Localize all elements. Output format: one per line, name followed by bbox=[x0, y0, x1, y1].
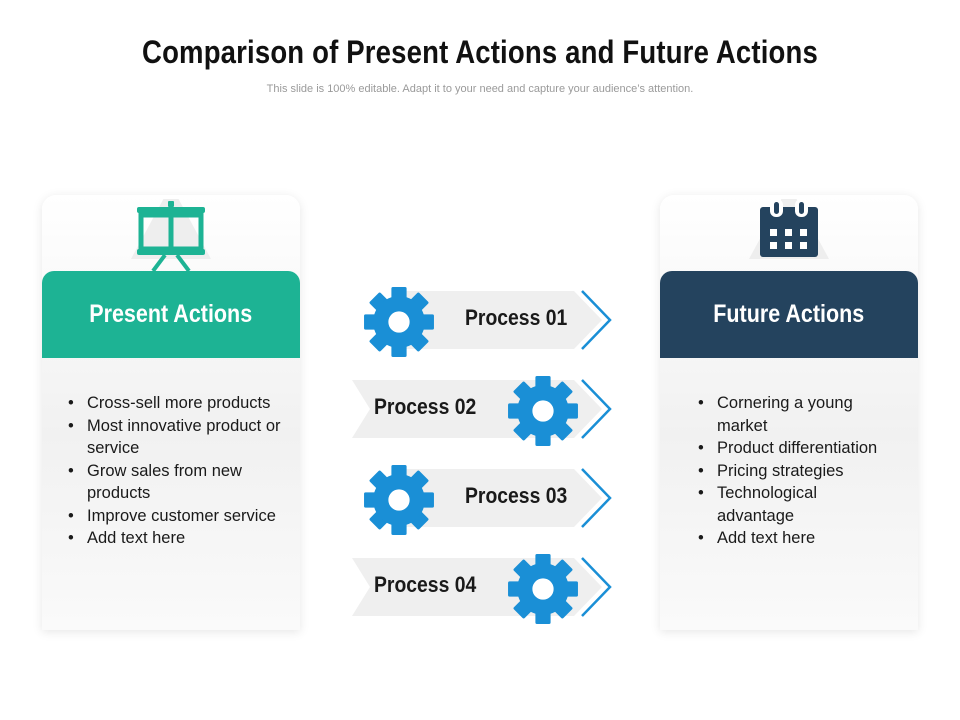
slide-title: Comparison of Present Actions and Future… bbox=[142, 34, 818, 70]
list-item: Cross-sell more products bbox=[68, 392, 288, 415]
gear-icon bbox=[364, 287, 434, 357]
process-01-label: Process 01 bbox=[465, 305, 568, 330]
future-actions-panel: Future Actions Cornering a young market … bbox=[660, 195, 918, 630]
present-actions-heading: Present Actions bbox=[89, 300, 253, 328]
process-03: Process 03 bbox=[352, 465, 614, 535]
presentation-board-icon bbox=[131, 199, 211, 273]
slide-subtitle: This slide is 100% editable. Adapt it to… bbox=[266, 83, 694, 95]
list-item: Grow sales from new products bbox=[68, 460, 288, 505]
list-item: Improve customer service bbox=[68, 505, 288, 528]
future-actions-heading: Future Actions bbox=[713, 300, 865, 328]
gear-icon bbox=[508, 376, 578, 446]
list-item: Cornering a young market bbox=[698, 392, 898, 437]
list-item: Most innovative product or service bbox=[68, 415, 288, 460]
process-04: Process 04 bbox=[352, 554, 614, 624]
process-04-label: Process 04 bbox=[374, 572, 477, 597]
list-item: Add text here bbox=[68, 527, 288, 550]
present-actions-header: Present Actions bbox=[42, 271, 300, 358]
future-actions-header: Future Actions bbox=[660, 271, 918, 358]
process-03-arrow-bar bbox=[392, 468, 612, 528]
process-02: Process 02 bbox=[352, 376, 614, 446]
list-item: Technological advantage bbox=[698, 482, 898, 527]
process-01: Process 01 bbox=[352, 287, 614, 357]
present-actions-list: Cross-sell more products Most innovative… bbox=[68, 392, 288, 550]
future-actions-list: Cornering a young market Product differe… bbox=[698, 392, 898, 550]
list-item: Add text here bbox=[698, 527, 898, 550]
gear-icon bbox=[364, 465, 434, 535]
gear-icon bbox=[508, 554, 578, 624]
process-03-label: Process 03 bbox=[465, 483, 568, 508]
list-item: Pricing strategies bbox=[698, 460, 898, 483]
present-actions-panel: Present Actions Cross-sell more products… bbox=[42, 195, 300, 630]
list-item: Product differentiation bbox=[698, 437, 898, 460]
process-01-arrow-bar bbox=[392, 290, 612, 350]
calendar-icon bbox=[749, 199, 829, 259]
process-02-label: Process 02 bbox=[374, 394, 477, 419]
